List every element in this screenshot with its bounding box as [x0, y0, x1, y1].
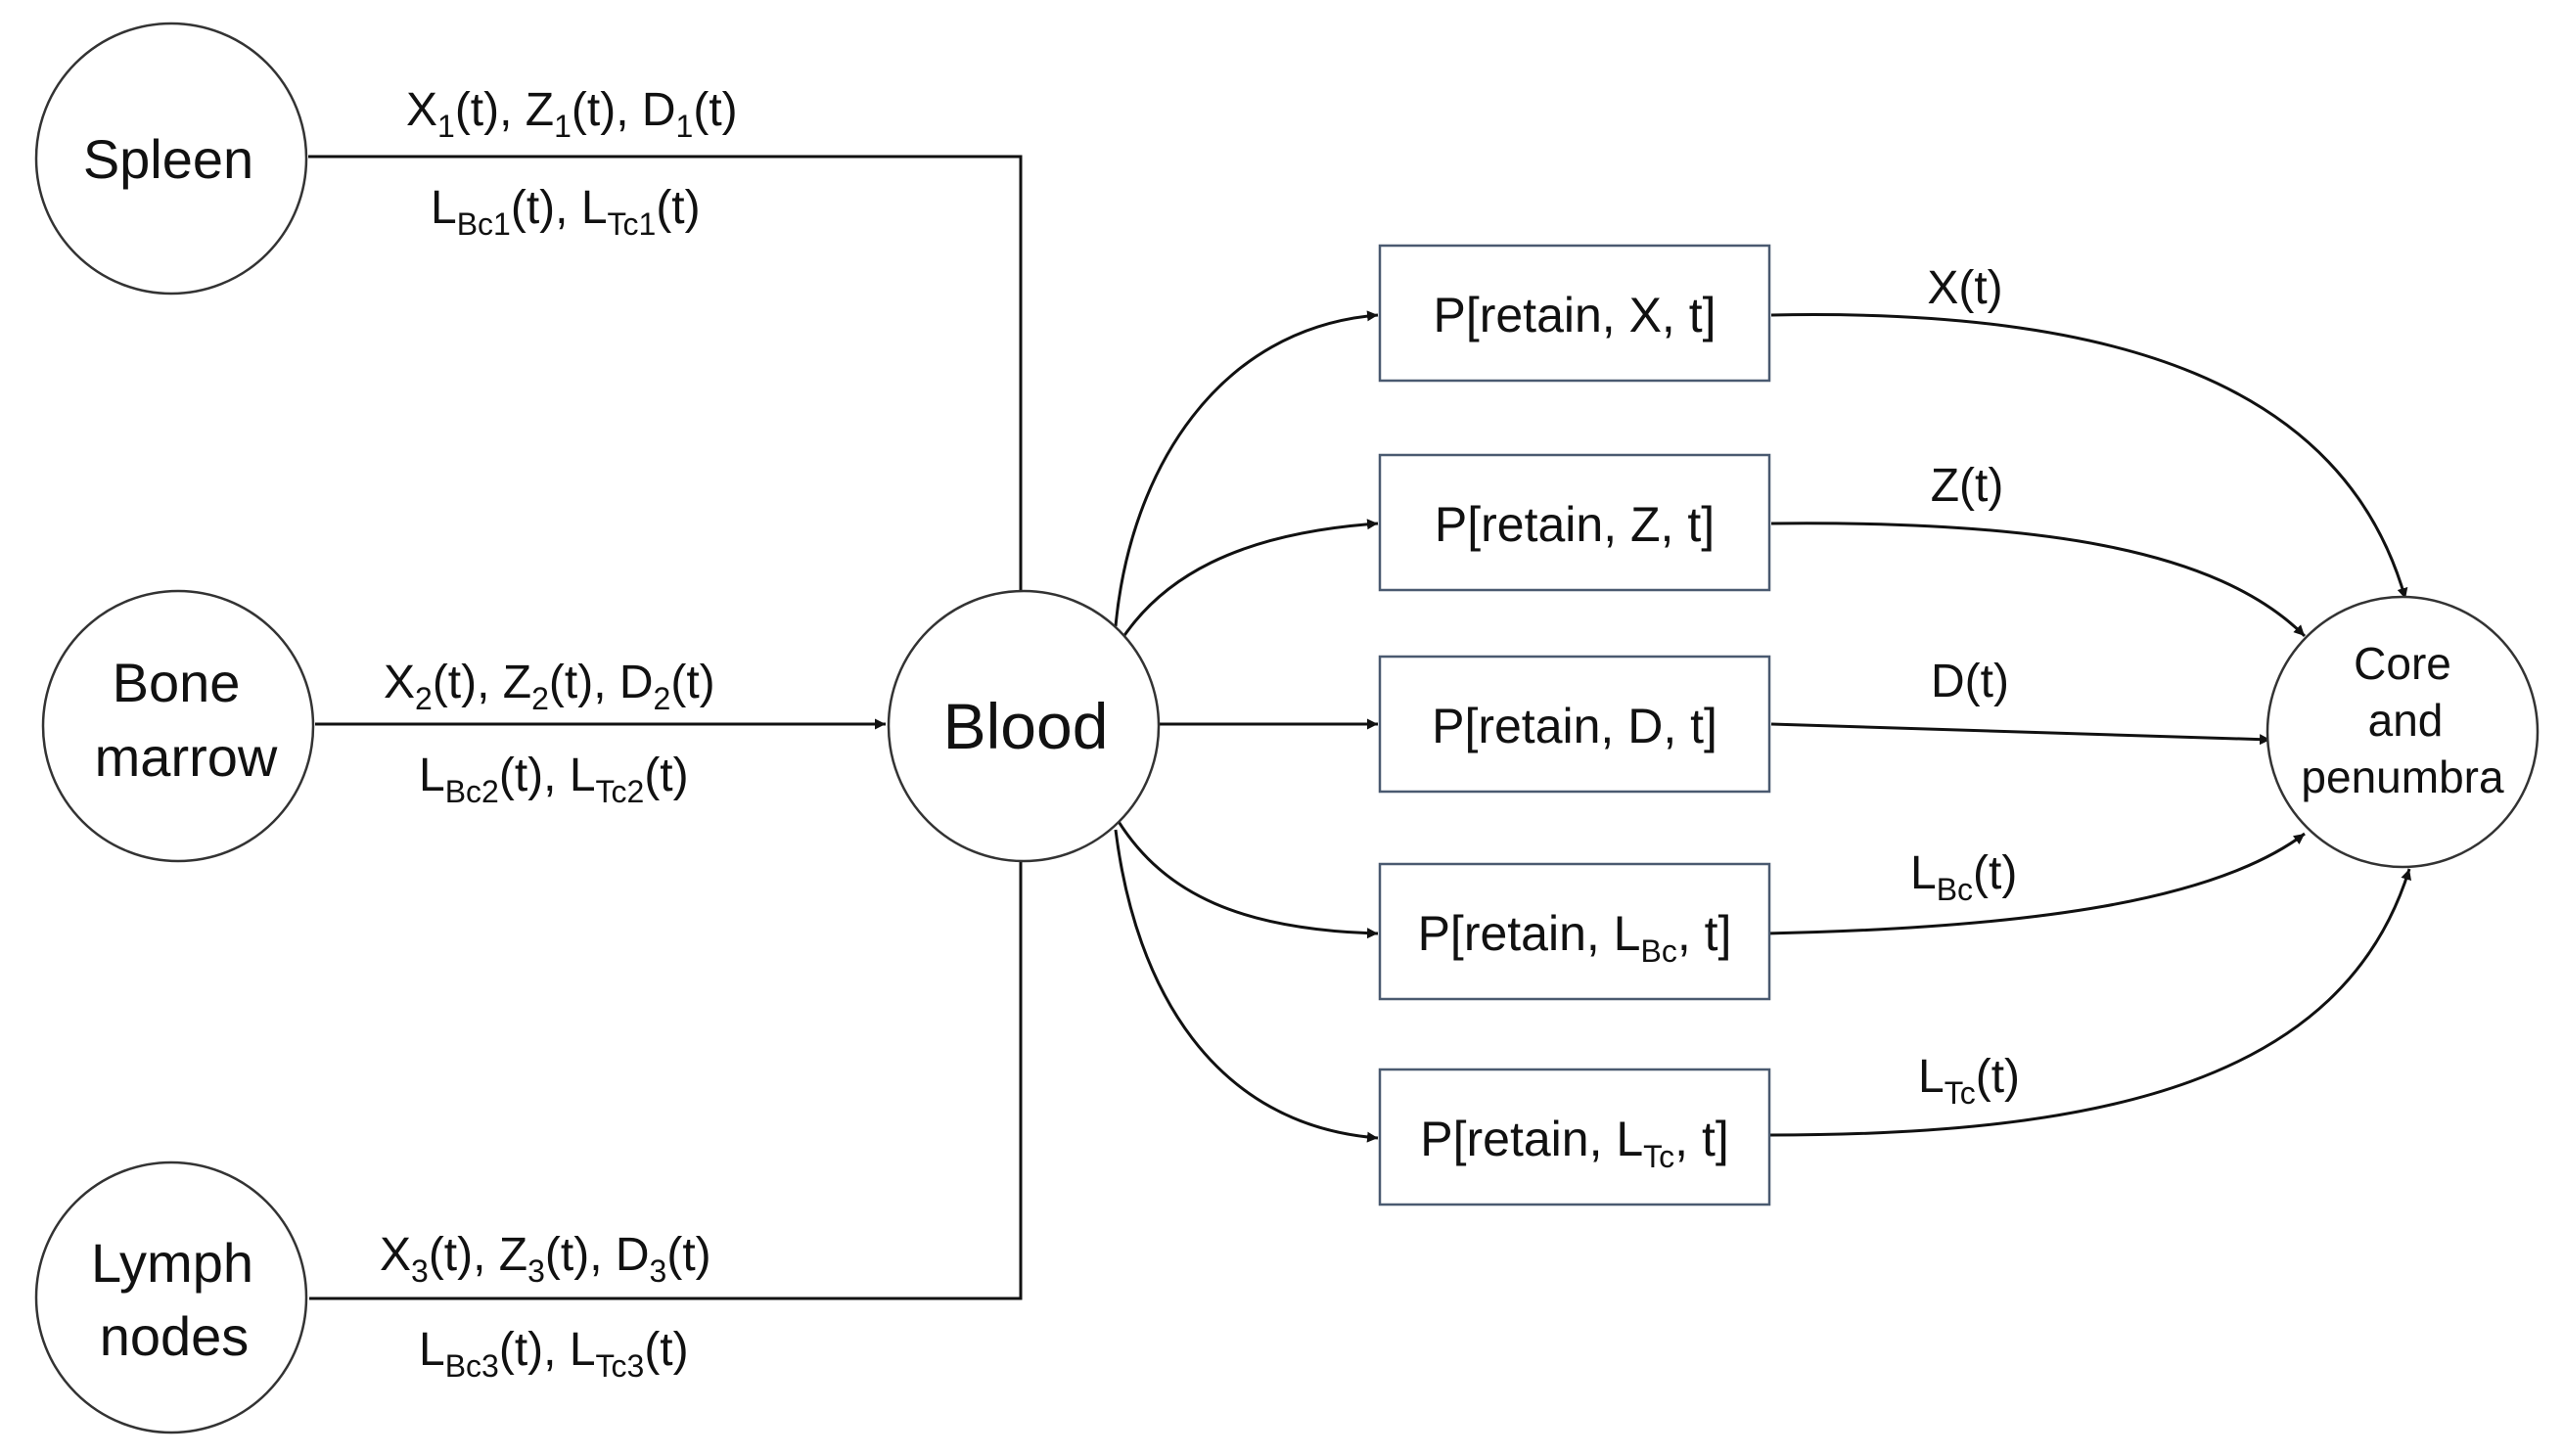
node-spleen: Spleen [34, 22, 308, 296]
node-lymph-nodes-label-line-2: nodes [100, 1305, 250, 1367]
edge-label-x-out: X(t) [1927, 262, 2002, 314]
edge-retain-d-to-core [1770, 722, 2271, 746]
node-bone-marrow-shape [41, 589, 315, 863]
node-spleen-shape [34, 22, 308, 296]
edge-label-z-out: Z(t) [1931, 460, 2004, 512]
edge-label-bone-marrow-top: X2(t), Z2(t), D2(t) [384, 657, 715, 716]
edge-retain-x-to-core [1770, 313, 2408, 600]
edge-spleen-to-blood [308, 155, 1027, 602]
retain-box-ltc-shape [1378, 1068, 1771, 1206]
node-core-label-line-1: Core [2354, 638, 2451, 689]
node-bone-marrow-label-line-2: marrow [95, 726, 278, 788]
node-core-label-line-3: penumbra [2301, 751, 2504, 802]
edge-retain-ltc-to-core [1768, 868, 2411, 1137]
retain-box-x-label: P[retain, X, t] [1433, 288, 1716, 342]
edge-label-bone-marrow-bottom: LBc2(t), LTc2(t) [419, 750, 689, 809]
edge-label-ltc-out: LTc(t) [1918, 1051, 2020, 1111]
edge-label-lbc-out: LBc(t) [1910, 847, 2017, 907]
retain-box-z-shape [1378, 453, 1771, 592]
node-blood-label: Blood [943, 690, 1109, 762]
node-core-label-line-2: and [2368, 695, 2444, 746]
retain-box-d-shape [1378, 655, 1771, 794]
node-spleen-label: Spleen [83, 128, 253, 190]
node-blood-shape [887, 589, 1161, 863]
retain-box-x-shape [1378, 244, 1771, 383]
node-bone-marrow: Bone marrow [41, 589, 315, 863]
retain-box-lbc-shape [1378, 862, 1771, 1001]
node-lymph-nodes-label-line-1: Lymph [91, 1232, 253, 1294]
edge-label-spleen-top: X1(t), Z1(t), D1(t) [406, 84, 738, 144]
node-lymph-nodes: Lymph nodes [34, 1160, 308, 1434]
retain-box-x: P[retain, X, t] [1378, 244, 1771, 383]
edge-label-lymph-nodes-top: X3(t), Z3(t), D3(t) [380, 1229, 711, 1289]
edge-blood-to-retain-ltc [1114, 829, 1379, 1143]
edge-blood-to-retain-lbc [1116, 819, 1379, 939]
retain-box-d: P[retain, D, t] [1378, 655, 1771, 794]
retain-box-ltc-label: P[retain, LTc, t] [1420, 1112, 1728, 1174]
retain-box-lbc: P[retain, LBc, t] [1378, 862, 1771, 1001]
edge-retain-z-to-core [1770, 522, 2307, 638]
retain-box-d-label: P[retain, D, t] [1432, 699, 1717, 753]
edge-lymph-nodes-to-blood [309, 851, 1027, 1300]
edge-blood-to-retain-z [1116, 519, 1379, 647]
edge-blood-to-retain-x [1114, 310, 1379, 627]
retain-box-z-label: P[retain, Z, t] [1435, 497, 1715, 552]
node-lymph-nodes-shape [34, 1160, 308, 1434]
edge-label-lymph-nodes-bottom: LBc3(t), LTc3(t) [419, 1324, 689, 1384]
retain-box-lbc-label: P[retain, LBc, t] [1418, 906, 1732, 969]
node-blood: Blood [887, 589, 1161, 863]
node-bone-marrow-label-line-1: Bone [113, 652, 241, 713]
retain-box-z: P[retain, Z, t] [1378, 453, 1771, 592]
edge-retain-lbc-to-core [1765, 832, 2306, 935]
edge-label-d-out: D(t) [1931, 656, 2009, 707]
edge-label-spleen-bottom: LBc1(t), LTc1(t) [431, 182, 701, 242]
node-core-shape [2266, 595, 2540, 869]
retain-box-ltc: P[retain, LTc, t] [1378, 1068, 1771, 1206]
node-core-and-penumbra: Core and penumbra [2266, 595, 2540, 869]
